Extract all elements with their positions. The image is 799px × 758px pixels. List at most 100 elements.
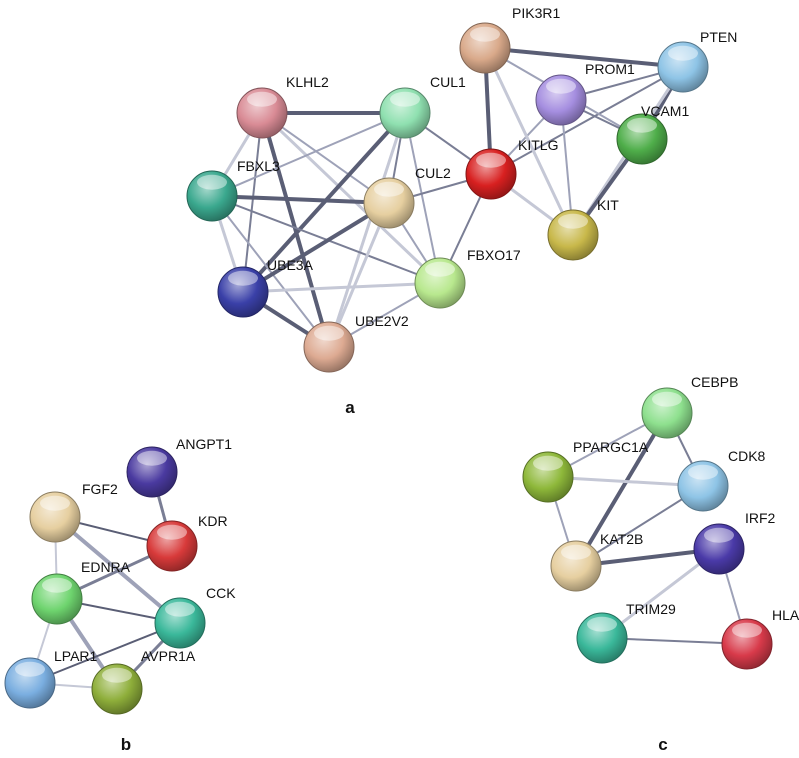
node-highlight — [561, 544, 591, 560]
nodes-layer — [4, 22, 773, 715]
node-highlight — [102, 667, 132, 683]
node-kit[interactable] — [547, 209, 599, 261]
node-label-ube3a: UBE3A — [267, 257, 314, 273]
node-sphere[interactable] — [465, 148, 517, 200]
node-fbxl3[interactable] — [186, 170, 238, 222]
node-highlight — [732, 622, 762, 638]
node-sphere[interactable] — [91, 663, 143, 715]
node-sphere[interactable] — [616, 113, 668, 165]
node-highlight — [627, 117, 657, 133]
panel-label-b: b — [121, 735, 131, 754]
node-pten[interactable] — [657, 41, 709, 93]
node-label-ednra: EDNRA — [81, 559, 131, 575]
node-label-kit: KIT — [597, 197, 619, 213]
node-sphere[interactable] — [721, 618, 773, 670]
node-label-cul2: CUL2 — [415, 165, 451, 181]
edge-cebpb-kat2b — [574, 411, 669, 568]
edge-fbxl3-cul2 — [210, 194, 391, 205]
node-sphere[interactable] — [414, 257, 466, 309]
node-kat2b[interactable] — [550, 540, 602, 592]
node-sphere[interactable] — [641, 387, 693, 439]
node-lpar1[interactable] — [4, 657, 56, 709]
edge-ube3a-fbxo17 — [241, 281, 442, 294]
node-sphere[interactable] — [535, 74, 587, 126]
node-highlight — [587, 616, 617, 632]
node-ube2v2[interactable] — [303, 321, 355, 373]
node-ednra[interactable] — [31, 573, 83, 625]
node-prom1[interactable] — [535, 74, 587, 126]
node-highlight — [40, 495, 70, 511]
node-sphere[interactable] — [236, 87, 288, 139]
node-sphere[interactable] — [550, 540, 602, 592]
node-trim29[interactable] — [576, 612, 628, 664]
node-highlight — [228, 270, 258, 286]
node-sphere[interactable] — [363, 177, 415, 229]
node-kdr[interactable] — [146, 520, 198, 572]
node-highlight — [668, 45, 698, 61]
node-sphere[interactable] — [677, 460, 729, 512]
node-sphere[interactable] — [303, 321, 355, 373]
node-highlight — [688, 464, 718, 480]
node-irf2[interactable] — [693, 523, 745, 575]
node-cdk8[interactable] — [677, 460, 729, 512]
edge-kitlg-pten — [490, 66, 684, 175]
node-cul2[interactable] — [363, 177, 415, 229]
node-label-lpar1: LPAR1 — [54, 648, 98, 664]
node-kitlg[interactable] — [465, 148, 517, 200]
node-sphere[interactable] — [186, 170, 238, 222]
node-label-ube2v2: UBE2V2 — [355, 313, 409, 329]
node-label-hla-f: HLA-F — [772, 607, 799, 623]
node-angpt1[interactable] — [126, 446, 178, 498]
node-fgf2[interactable] — [29, 491, 81, 543]
node-highlight — [314, 325, 344, 341]
node-fbxo17[interactable] — [414, 257, 466, 309]
node-highlight — [533, 455, 563, 471]
node-sphere[interactable] — [576, 612, 628, 664]
node-sphere[interactable] — [459, 22, 511, 74]
node-sphere[interactable] — [217, 266, 269, 318]
node-sphere[interactable] — [4, 657, 56, 709]
node-label-ppargc1a: PPARGC1A — [573, 439, 649, 455]
node-highlight — [390, 91, 420, 107]
node-highlight — [558, 213, 588, 229]
node-avpr1a[interactable] — [91, 663, 143, 715]
node-sphere[interactable] — [126, 446, 178, 498]
node-sphere[interactable] — [657, 41, 709, 93]
edge-cck-lpar1 — [29, 622, 181, 684]
node-sphere[interactable] — [522, 451, 574, 503]
node-highlight — [652, 391, 682, 407]
node-ube3a[interactable] — [217, 266, 269, 318]
node-label-pten: PTEN — [700, 29, 737, 45]
node-label-fbxl3: FBXL3 — [237, 158, 280, 174]
node-highlight — [157, 524, 187, 540]
edge-pik3r1-kit — [483, 46, 575, 237]
node-sphere[interactable] — [693, 523, 745, 575]
node-highlight — [15, 661, 45, 677]
node-highlight — [704, 527, 734, 543]
node-hla-f[interactable] — [721, 618, 773, 670]
node-sphere[interactable] — [379, 87, 431, 139]
node-sphere[interactable] — [146, 520, 198, 572]
node-label-fgf2: FGF2 — [82, 481, 118, 497]
edge-pik3r1-pten — [483, 46, 685, 69]
node-ppargc1a[interactable] — [522, 451, 574, 503]
edge-klhl2-fbxo17 — [260, 111, 442, 285]
edge-cul1-fbxl3 — [211, 112, 406, 197]
node-pik3r1[interactable] — [459, 22, 511, 74]
node-cul1[interactable] — [379, 87, 431, 139]
node-vcam1[interactable] — [616, 113, 668, 165]
node-highlight — [546, 78, 576, 94]
node-sphere[interactable] — [31, 573, 83, 625]
node-sphere[interactable] — [29, 491, 81, 543]
node-cebpb[interactable] — [641, 387, 693, 439]
node-sphere[interactable] — [547, 209, 599, 261]
panel-labels-layer: a b c — [121, 398, 668, 754]
node-label-irf2: IRF2 — [745, 510, 776, 526]
node-label-klhl2: KLHL2 — [286, 74, 329, 90]
node-cck[interactable] — [154, 597, 206, 649]
node-label-vcam1: VCAM1 — [641, 103, 689, 119]
node-klhl2[interactable] — [236, 87, 288, 139]
node-sphere[interactable] — [154, 597, 206, 649]
